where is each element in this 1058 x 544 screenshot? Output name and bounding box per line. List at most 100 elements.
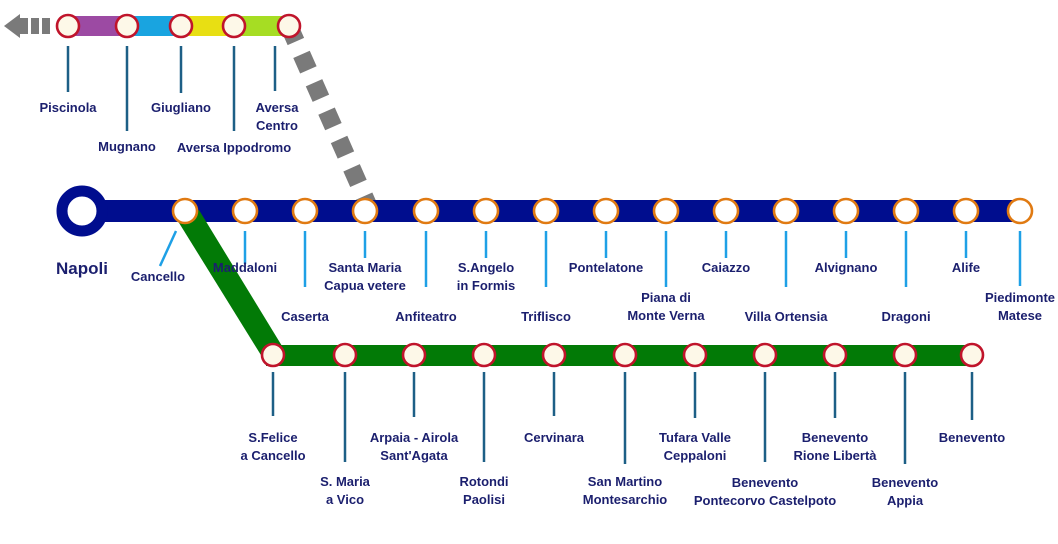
station-label: Tufara Valle: [659, 430, 731, 445]
metro_line-station[interactable]: Piscinola: [39, 13, 97, 115]
station-marker-icon[interactable]: [892, 197, 920, 225]
station-label: Dragoni: [881, 309, 930, 324]
branch_line-station[interactable]: Cervinara: [524, 342, 585, 445]
station-marker-icon[interactable]: [332, 342, 358, 368]
metro-line: [4, 14, 289, 38]
metro_line-station[interactable]: Mugnano: [98, 13, 156, 154]
station-marker-icon[interactable]: [114, 13, 140, 39]
station-label: Pontecorvo Castelpoto: [694, 493, 836, 508]
terminus-ring-icon[interactable]: [56, 185, 108, 237]
main_line-station[interactable]: Cancello: [131, 197, 199, 284]
main_line-station[interactable]: Pontelatone: [569, 197, 643, 275]
station-marker-icon[interactable]: [168, 13, 194, 39]
station-marker-icon[interactable]: [55, 13, 81, 39]
station-marker-icon[interactable]: [471, 342, 497, 368]
station-label: S. Maria: [320, 474, 371, 489]
station-marker-icon[interactable]: [221, 13, 247, 39]
station-marker-icon[interactable]: [592, 197, 620, 225]
station-label: Capua vetere: [324, 278, 406, 293]
station-label: Mugnano: [98, 139, 156, 154]
main_line-station[interactable]: Caiazzo: [702, 197, 750, 275]
metro-segment-1: [67, 16, 127, 36]
station-marker-icon[interactable]: [952, 197, 980, 225]
station-label: Piscinola: [39, 100, 97, 115]
station-label: Centro: [256, 118, 298, 133]
station-marker-icon[interactable]: [171, 197, 199, 225]
station-label: Villa Ortensia: [745, 309, 829, 324]
station-label: Arpaia - Airola: [370, 430, 459, 445]
station-marker-icon[interactable]: [401, 342, 427, 368]
main_line-station[interactable]: Maddaloni: [213, 197, 277, 275]
station-marker-icon[interactable]: [351, 197, 379, 225]
main_line-station[interactable]: Dragoni: [881, 197, 931, 324]
main_line-station[interactable]: Alife: [952, 197, 980, 275]
main_line-station[interactable]: Triflisco: [521, 197, 571, 324]
metro_line-station[interactable]: Giugliano: [151, 13, 211, 115]
station-label: Piana di: [641, 290, 691, 305]
station-label: Caserta: [281, 309, 329, 324]
station-label: Monte Verna: [627, 308, 705, 323]
station-label: Piedimonte: [985, 290, 1055, 305]
station-label: Maddaloni: [213, 260, 277, 275]
station-label: Benevento: [732, 475, 799, 490]
station-label: Montesarchio: [583, 492, 668, 507]
station-marker-icon[interactable]: [532, 197, 560, 225]
station-marker-icon[interactable]: [682, 342, 708, 368]
station-label: Caiazzo: [702, 260, 750, 275]
branch_line-station[interactable]: Benevento: [939, 342, 1006, 445]
main_line-station[interactable]: Anfiteatro: [395, 197, 457, 324]
station-marker-icon[interactable]: [1006, 197, 1034, 225]
metro_line-station[interactable]: Aversa Ippodromo: [177, 13, 291, 155]
station-marker-icon[interactable]: [260, 342, 286, 368]
station-marker-icon[interactable]: [712, 197, 740, 225]
metro-segment-2: [127, 16, 181, 36]
station-marker-icon[interactable]: [832, 197, 860, 225]
station-marker-icon[interactable]: [612, 342, 638, 368]
main_line-station[interactable]: Alvignano: [815, 197, 878, 275]
station-label: Pontelatone: [569, 260, 643, 275]
station-label: Appia: [887, 493, 924, 508]
main_line-station[interactable]: Piana di Monte Verna: [627, 197, 705, 323]
main_line-station[interactable]: Villa Ortensia: [745, 197, 829, 324]
station-label: Benevento: [802, 430, 869, 445]
station-marker-icon[interactable]: [412, 197, 440, 225]
station-marker-icon[interactable]: [541, 342, 567, 368]
station-label: Rione Libertà: [793, 448, 877, 463]
station-marker-icon[interactable]: [472, 197, 500, 225]
station-marker-icon[interactable]: [752, 342, 778, 368]
station-marker-icon[interactable]: [892, 342, 918, 368]
station-marker-icon[interactable]: [231, 197, 259, 225]
station-marker-icon[interactable]: [822, 342, 848, 368]
main_line-station[interactable]: Caserta: [281, 197, 330, 324]
station-label: San Martino: [588, 474, 662, 489]
station-marker-icon[interactable]: [959, 342, 985, 368]
station-marker-icon[interactable]: [772, 197, 800, 225]
station-marker-icon[interactable]: [652, 197, 680, 225]
station-label: Paolisi: [463, 492, 505, 507]
arrow-left-icon: [4, 14, 50, 38]
station-marker-icon[interactable]: [291, 197, 319, 225]
station-label: Aversa Ippodromo: [177, 140, 291, 155]
station-label: S.Angelo: [458, 260, 514, 275]
station-label: Alife: [952, 260, 980, 275]
station-label: Sant'Agata: [380, 448, 448, 463]
station-marker-icon[interactable]: [276, 13, 302, 39]
metro-segment-3: [181, 16, 234, 36]
station-label: Alvignano: [815, 260, 878, 275]
station-label: Aversa: [256, 100, 300, 115]
station-label: Triflisco: [521, 309, 571, 324]
